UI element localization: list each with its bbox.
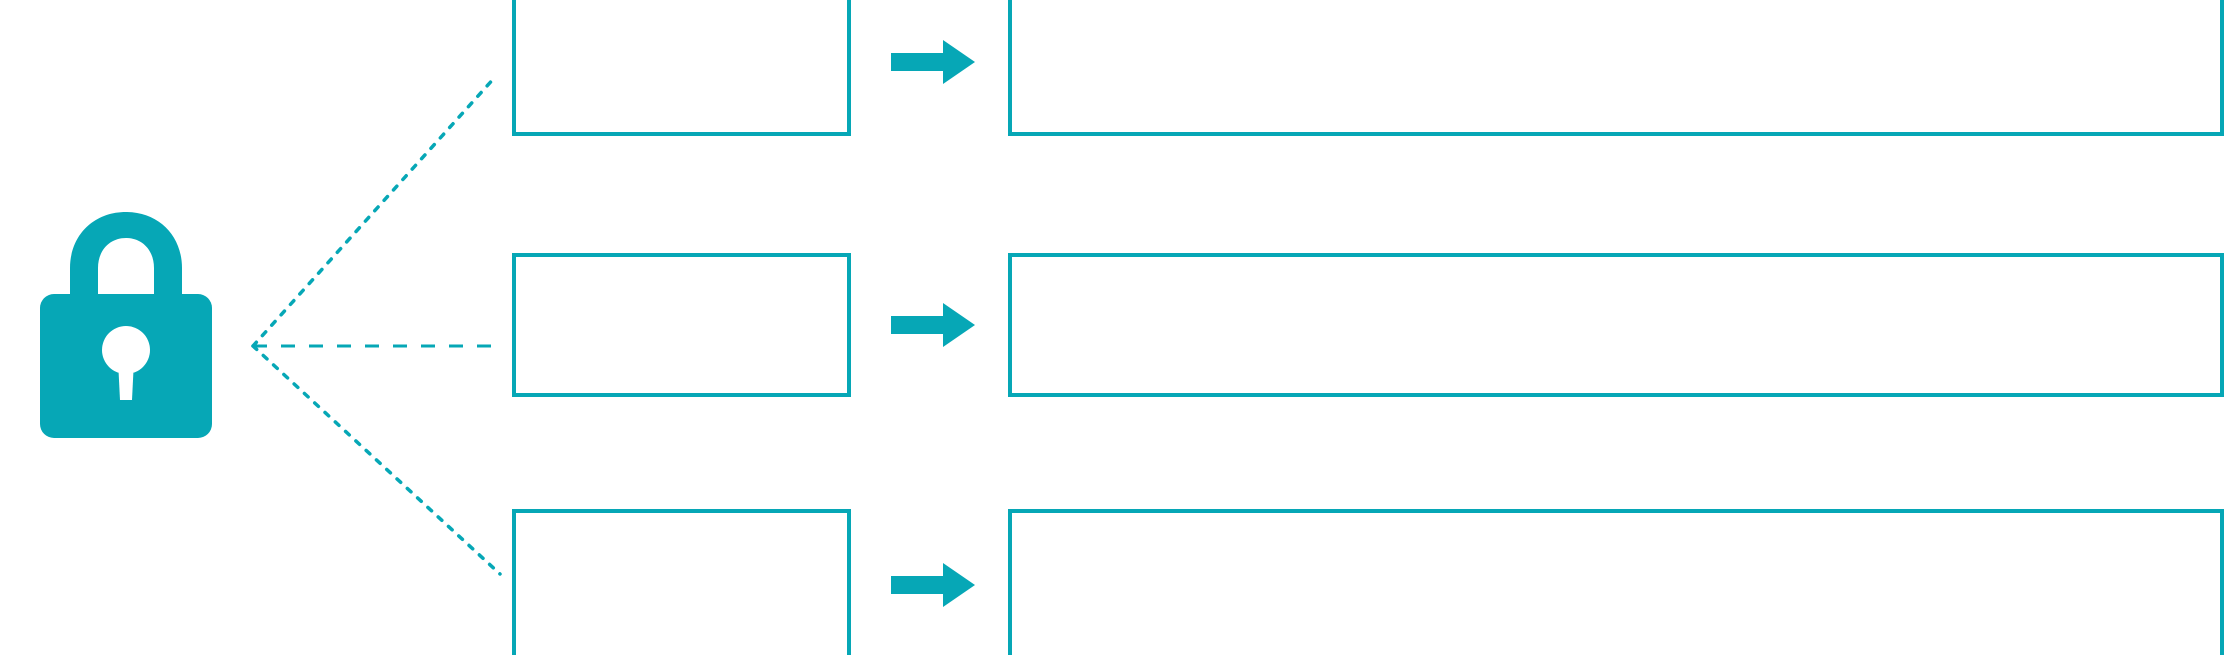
effect-box-3[interactable]	[1008, 509, 2224, 655]
arrow-icon-3	[891, 563, 975, 607]
diagram-row	[0, 253, 2229, 397]
effect-box-1[interactable]	[1008, 0, 2224, 136]
cause-box-1[interactable]	[512, 0, 851, 136]
effect-box-2[interactable]	[1008, 253, 2224, 397]
cause-box-3[interactable]	[512, 509, 851, 655]
cause-box-2[interactable]	[512, 253, 851, 397]
arrow-icon-1	[891, 40, 975, 84]
diagram-row	[0, 0, 2229, 144]
diagram-row	[0, 509, 2229, 655]
lock-icon	[40, 210, 212, 438]
arrow-icon-2	[891, 303, 975, 347]
